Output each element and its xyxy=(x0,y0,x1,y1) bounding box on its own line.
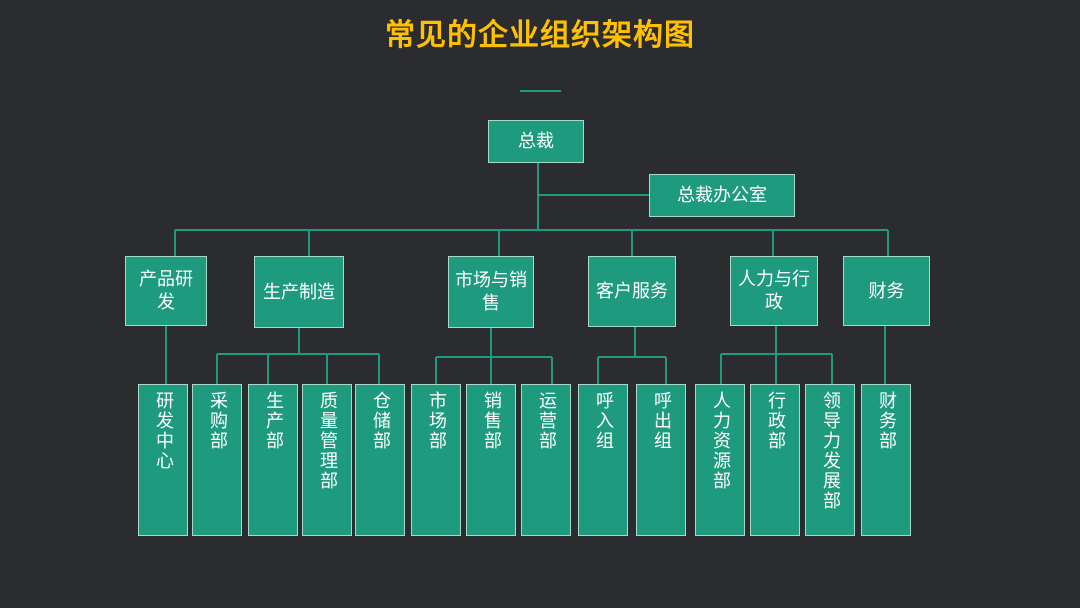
sub-call-out: 呼出组 xyxy=(636,384,686,536)
sub-leadership: 领导力发展部 xyxy=(805,384,855,536)
dept-service-label: 客户服务 xyxy=(596,281,668,302)
sub-operation-label: 运营部 xyxy=(536,391,557,451)
sub-production-label: 生产部 xyxy=(263,391,284,451)
sub-rd-center-label: 研发中心 xyxy=(153,391,174,471)
ceo-label: 总裁 xyxy=(518,131,554,152)
sub-hr-resources: 人力资源部 xyxy=(695,384,745,536)
sub-market-label: 市场部 xyxy=(426,391,447,451)
dept-finance-label: 财务 xyxy=(868,280,905,302)
sub-call-out-label: 呼出组 xyxy=(651,391,672,451)
sub-purchase-label: 采购部 xyxy=(207,391,228,451)
dept-rd: 产品研发 xyxy=(125,256,207,326)
sub-market: 市场部 xyxy=(411,384,461,536)
sub-call-in: 呼入组 xyxy=(578,384,628,536)
dept-hr-label: 人力与行政 xyxy=(738,269,810,313)
sub-operation: 运营部 xyxy=(521,384,571,536)
sub-storage: 仓储部 xyxy=(355,384,405,536)
ceo-box: 总裁 xyxy=(488,120,584,163)
page-title: 常见的企业组织架构图 xyxy=(385,18,695,53)
ceo-office-box: 总裁办公室 xyxy=(649,174,795,217)
sub-production: 生产部 xyxy=(248,384,298,536)
sub-admin-label: 行政部 xyxy=(765,391,786,451)
sub-rd-center: 研发中心 xyxy=(138,384,188,536)
sub-admin: 行政部 xyxy=(750,384,800,536)
sub-storage-label: 仓储部 xyxy=(370,391,391,451)
dept-sales: 市场与销售 xyxy=(448,256,534,328)
dept-finance: 财务 xyxy=(843,256,930,326)
sub-quality: 质量管理部 xyxy=(302,384,352,536)
title-underline xyxy=(520,90,561,92)
sub-purchase: 采购部 xyxy=(192,384,242,536)
dept-manufacturing-label: 生产制造 xyxy=(263,281,335,303)
sub-hr-resources-label: 人力资源部 xyxy=(710,391,731,491)
ceo-office-label: 总裁办公室 xyxy=(677,185,767,206)
dept-hr: 人力与行政 xyxy=(730,256,818,326)
sub-finance-label: 财务部 xyxy=(876,391,897,451)
sub-quality-label: 质量管理部 xyxy=(317,391,338,491)
dept-sales-label: 市场与销售 xyxy=(455,270,527,314)
dept-service: 客户服务 xyxy=(588,256,676,327)
sub-selling-label: 销售部 xyxy=(481,391,502,451)
sub-finance: 财务部 xyxy=(861,384,911,536)
dept-manufacturing: 生产制造 xyxy=(254,256,344,328)
dept-rd-label: 产品研发 xyxy=(139,269,193,313)
sub-selling: 销售部 xyxy=(466,384,516,536)
sub-call-in-label: 呼入组 xyxy=(593,391,614,451)
sub-leadership-label: 领导力发展部 xyxy=(820,391,841,511)
